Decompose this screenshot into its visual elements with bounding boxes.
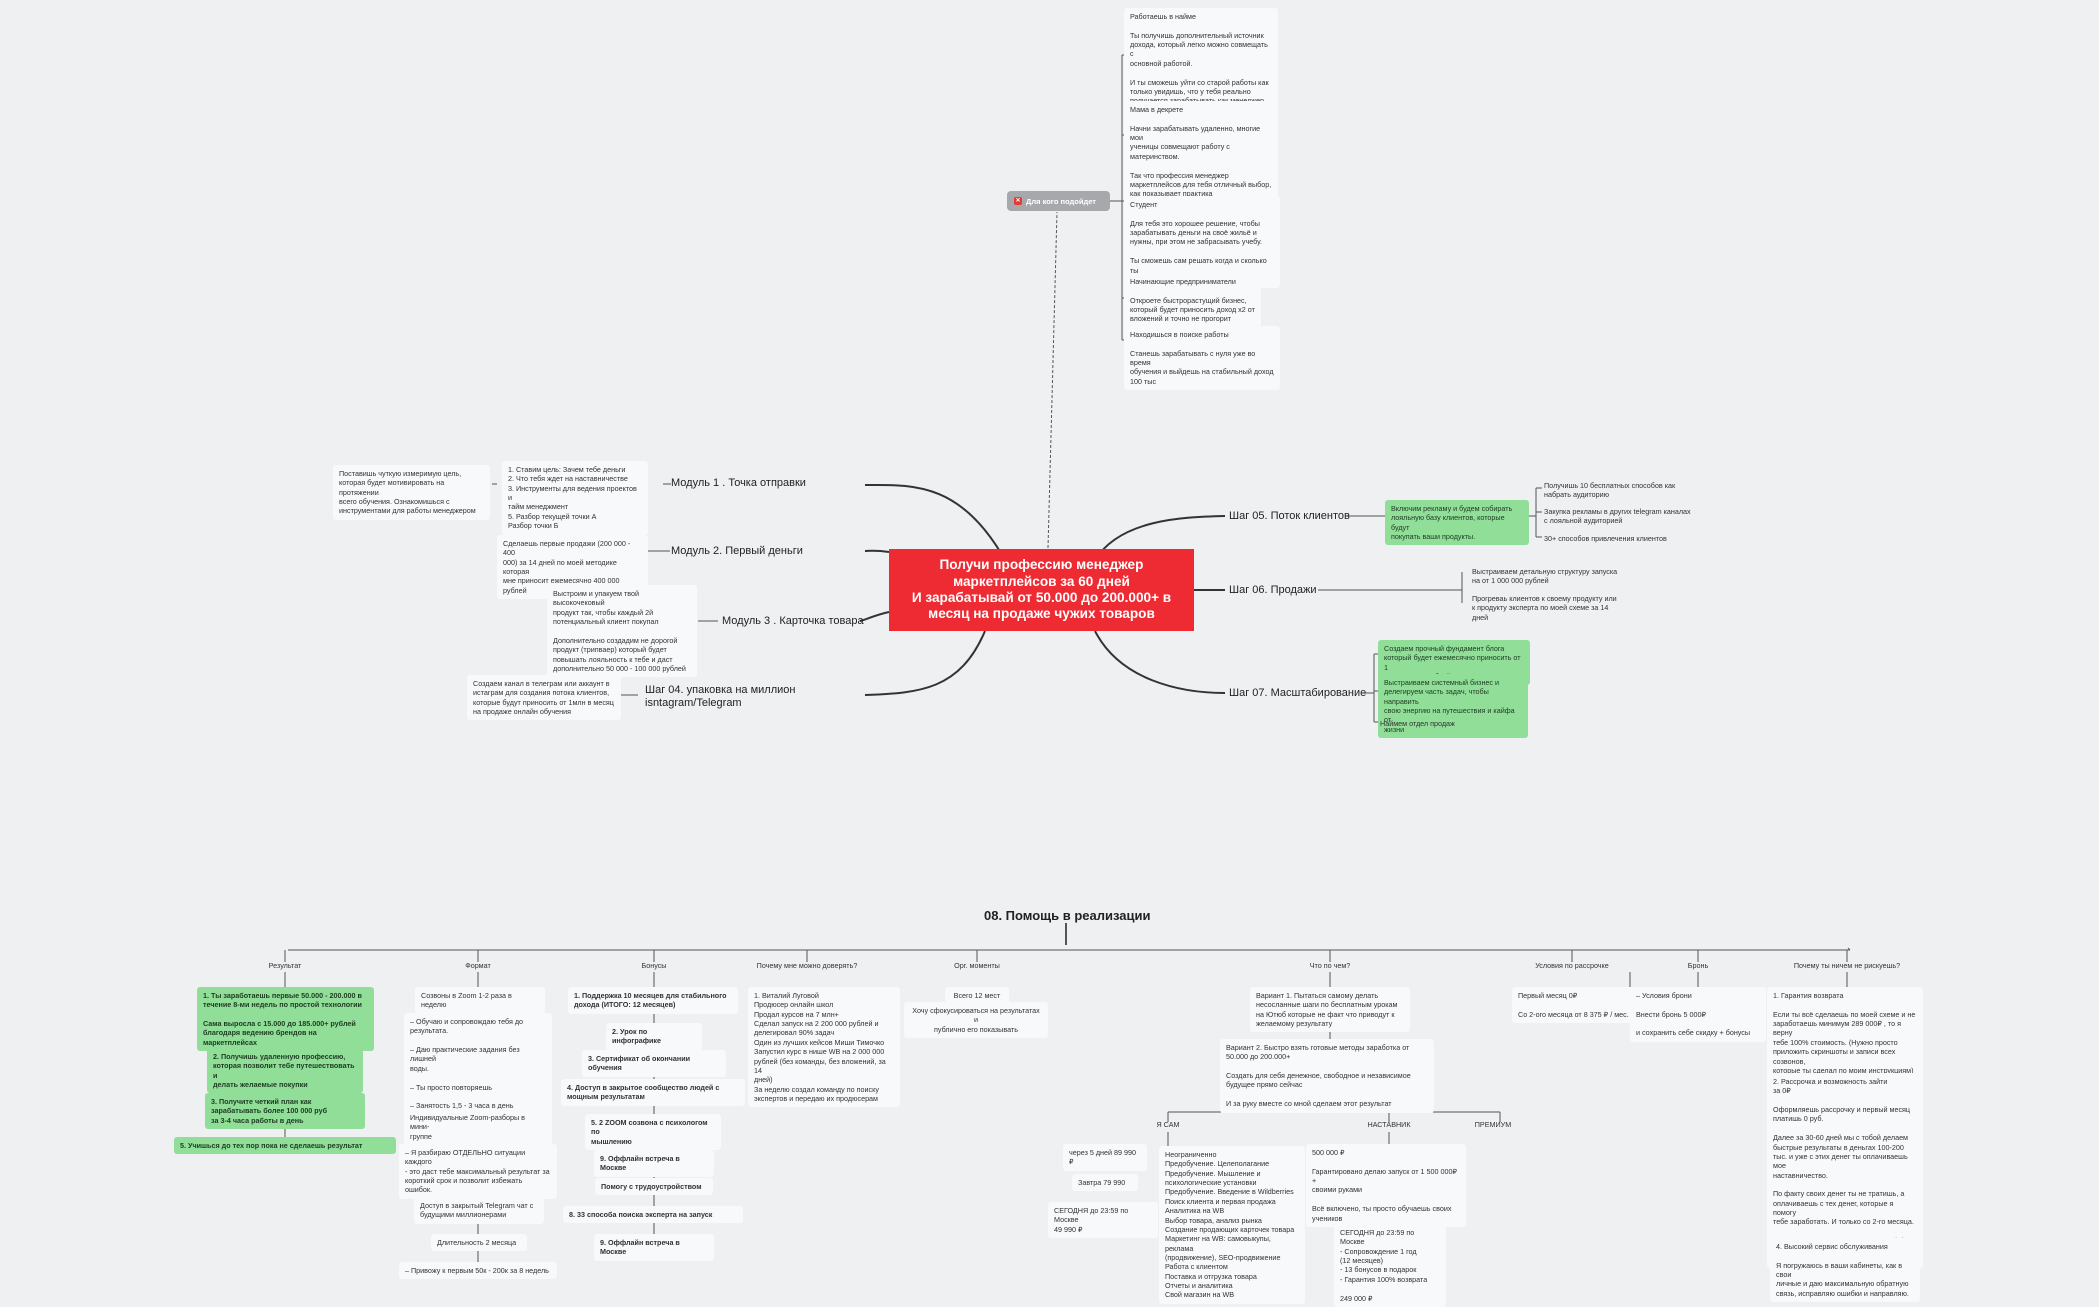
format-item: – Я разбираю ОТДЕЛЬНО ситуации каждого -… xyxy=(399,1144,557,1199)
line-step7 xyxy=(1094,630,1226,694)
mentor-item: 500 000 ₽ Гарантировано делаю запуск от … xyxy=(1306,1144,1466,1227)
col-head-bonus: Бонусы xyxy=(641,961,667,970)
module2-title: Модуль 2. Первый деньги xyxy=(671,545,803,557)
col-head-installment: Условия по рассрочке xyxy=(1535,961,1609,970)
risk-item: 1. Гарантия возврата Если ты всё сделаеш… xyxy=(1767,987,1923,1080)
for-whom-item: Находишься в поиске работы Станешь зараб… xyxy=(1124,326,1280,391)
bonus-item: 5. 2 ZOOM созвона с психологом по мышлен… xyxy=(585,1114,721,1151)
line-step5 xyxy=(1094,515,1226,561)
line-module1 xyxy=(864,483,1006,561)
bonus-item: 8. 33 способа поиска эксперта на запуск xyxy=(563,1206,743,1224)
format-item: – Обучаю и сопровождаю тебя до результат… xyxy=(404,1013,552,1115)
col-head-trust: Почему мне можно доверять? xyxy=(756,961,858,970)
step7-title: Шаг 07. Масштабирование xyxy=(1229,687,1367,699)
step6-title: Шаг 06. Продажи xyxy=(1229,584,1317,596)
col-head-risk: Почему ты ничем не рискуешь? xyxy=(1793,961,1901,970)
module1-detail: 1. Ставим цель: Зачем тебе деньги 2. Что… xyxy=(502,461,648,535)
module1-title: Модуль 1 . Точка отправки xyxy=(671,477,806,489)
module1-note: Поставишь чуткую измеримую цель, которая… xyxy=(333,465,490,520)
for-whom-node[interactable]: ✕ Для кого подойдет xyxy=(1007,191,1110,211)
step4-title: Шаг 04. упаковка на миллион isntagram/Te… xyxy=(645,684,796,709)
col-head-booking: Бронь xyxy=(1687,961,1709,970)
bonus-item: 3. Сертификат об окончании обучения xyxy=(582,1050,726,1077)
format-item: Длительность 2 месяца xyxy=(431,1234,527,1252)
installment-item: Первый месяц 0₽ Со 2-ого месяца от 8 375… xyxy=(1512,987,1636,1024)
risk-item: 4. Высокий сервис обслуживания Я погружа… xyxy=(1770,1238,1920,1303)
col-head-result: Результат xyxy=(268,961,302,970)
step7-item: Наймем отдел продаж xyxy=(1380,719,1455,728)
col-head-price: Что по чем? xyxy=(1309,961,1351,970)
result-item: 3. Получите четкий план как зарабатывать… xyxy=(205,1093,365,1130)
format-item: – Привожу к первым 50к - 200к за 8 недел… xyxy=(399,1262,557,1280)
trust-item: 1. Виталий Луговой Продюсер онлайн школ … xyxy=(748,987,900,1108)
line-module3 xyxy=(859,611,890,622)
col-head-format: Формат xyxy=(465,961,491,970)
tariff-price: через 5 дней 89 990 ₽ xyxy=(1063,1144,1147,1171)
step5-item: 30+ способов привлечения клиентов xyxy=(1544,534,1667,543)
module3-detail: Выстроим и упакуем твой высокочековый пр… xyxy=(547,585,697,678)
step5-green: Включим рекламу и будем собирать лояльну… xyxy=(1385,500,1529,546)
bonus-item: 2. Урок по инфографике xyxy=(606,1023,702,1050)
for-whom-label: Для кого подойдет xyxy=(1026,196,1096,206)
result-item: 2. Получишь удаленную профессию, которая… xyxy=(207,1048,363,1094)
bonus-item: Помогу с трудоустройством xyxy=(595,1178,713,1196)
step5-item: Закупка рекламы в других telegram канала… xyxy=(1544,507,1691,526)
result-item: 1. Ты заработаешь первые 50.000 - 200.00… xyxy=(197,987,374,1052)
bonus-item: 4. Доступ в закрытое сообщество людей с … xyxy=(561,1079,745,1106)
line-step4 xyxy=(864,630,986,696)
line-module2 xyxy=(864,549,890,553)
org-item: Хочу сфокусироваться на результатах и пу… xyxy=(904,1002,1048,1039)
result-item: 5. Учишься до тех пор пока не сделаешь р… xyxy=(174,1137,396,1155)
mentor-item: СЕГОДНЯ до 23:59 по Москве - Сопровожден… xyxy=(1334,1224,1446,1307)
tariff-features: Неограниченно Предобучение. Целеполагани… xyxy=(1159,1146,1305,1304)
central-topic: Получи профессию менеджер маркетплейсов … xyxy=(889,549,1194,631)
format-item: Созвоны в Zoom 1-2 раза в неделю xyxy=(415,987,545,1014)
line-forwho xyxy=(1047,211,1058,549)
price-variant: Вариант 2. Быстро взять готовые методы з… xyxy=(1220,1039,1434,1113)
bonus-item: 9. Оффлайн встреча в Москве xyxy=(594,1150,714,1177)
for-whom-item: Мама в декрете Начни зарабатывать удален… xyxy=(1124,101,1278,203)
price-variant: Вариант 1. Пытаться самому делать несосл… xyxy=(1250,987,1410,1033)
bonus-item: 1. Поддержка 10 месяцев для стабильного … xyxy=(568,987,738,1014)
bonus-item: 9. Оффлайн встреча в Москве xyxy=(594,1234,714,1261)
step6-item: Прогреваь клиентов к своему продукту или… xyxy=(1472,594,1617,622)
step4-detail: Создаем канал в телеграм или аккаунт в и… xyxy=(467,675,621,721)
format-item: Доступ в закрытый Telegram чат с будущим… xyxy=(414,1197,544,1224)
tariff-name: НАСТАВНИК xyxy=(1367,1120,1411,1129)
section8-title: 08. Помощь в реализации xyxy=(984,908,1151,923)
tariff-name: Я САМ xyxy=(1156,1120,1180,1129)
step5-title: Шаг 05. Поток клиентов xyxy=(1229,510,1350,522)
booking-item: – Условия брони Внести бронь 5 000₽ и со… xyxy=(1630,987,1766,1042)
tariff-name: ПРЕМИУМ xyxy=(1474,1120,1512,1129)
col-head-org: Орг. моменты xyxy=(954,961,1000,970)
tariff-price: Завтра 79 990 xyxy=(1072,1174,1138,1192)
step6-item: Выстраиваем детальную структуру запуска … xyxy=(1472,567,1618,586)
module3-title: Модуль 3 . Карточка товара xyxy=(722,615,864,627)
tariff-price: СЕГОДНЯ до 23:59 по Москве 49 990 ₽ xyxy=(1048,1202,1158,1239)
for-whom-item: Работаешь в найме Ты получишь дополнител… xyxy=(1124,8,1278,119)
step7-green: Выстраиваем системный бизнес и делегируе… xyxy=(1378,674,1528,739)
step5-item: Получишь 10 бесплатных способов как набр… xyxy=(1544,481,1676,500)
target-icon: ✕ xyxy=(1014,197,1022,205)
org-item: Всего 12 мест xyxy=(945,987,1009,1005)
for-whom-item: Начинающие предприниматели Откроете быст… xyxy=(1124,273,1261,328)
format-item: Индивидуальные Zoom-разборы в мини- груп… xyxy=(404,1109,552,1146)
